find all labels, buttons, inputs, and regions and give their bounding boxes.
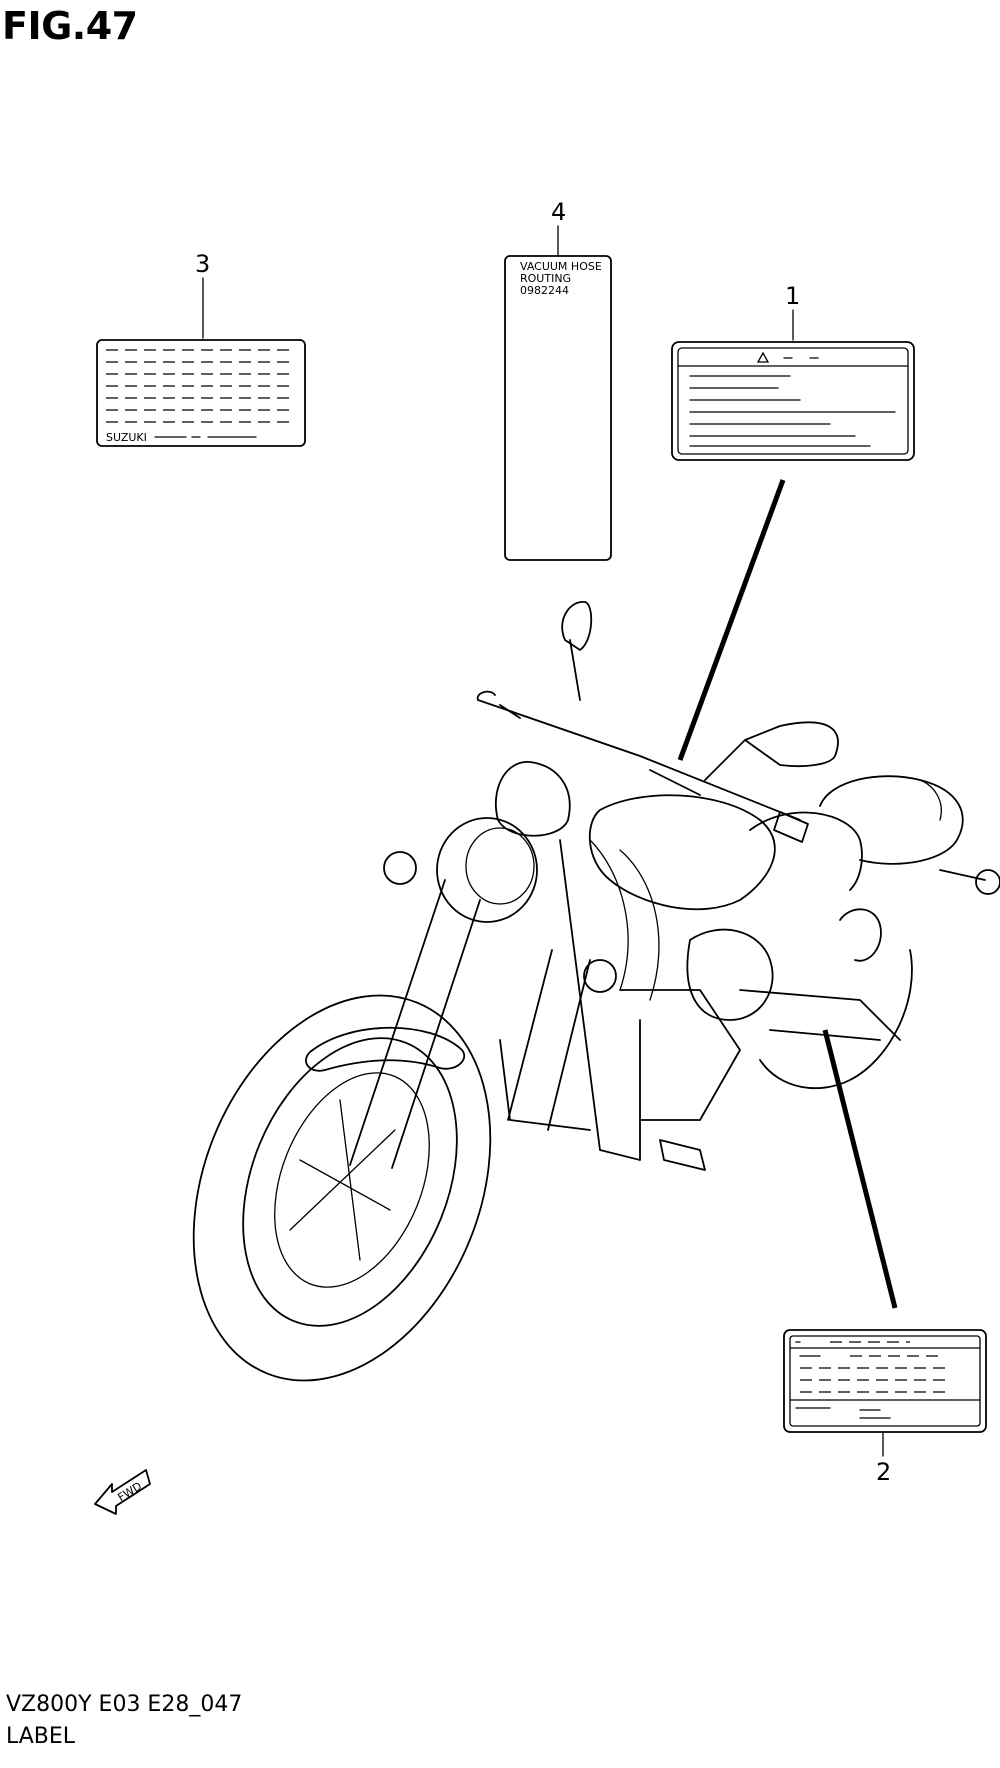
warning-triangle-icon bbox=[756, 351, 770, 363]
motorcycle-illustration bbox=[192, 601, 1000, 1382]
label-1-pointer-line bbox=[677, 479, 786, 761]
diagram-label: LABEL bbox=[6, 1724, 76, 1749]
label-1[interactable]: 1 bbox=[671, 282, 915, 461]
callout-3: 3 bbox=[195, 250, 210, 278]
callout-1: 1 bbox=[785, 282, 800, 310]
label-2[interactable]: 2 bbox=[783, 1329, 987, 1486]
label-4-line-3: 0982244 bbox=[520, 284, 569, 297]
label-4-line-2: ROUTING bbox=[520, 272, 571, 285]
callout-4: 4 bbox=[551, 198, 566, 226]
label-4-line-1: VACUUM HOSE bbox=[520, 260, 602, 273]
figure-title: FIG.47 bbox=[2, 4, 138, 48]
label-4-outline bbox=[504, 255, 612, 561]
callout-2: 2 bbox=[876, 1458, 891, 1486]
fwd-text: FWD bbox=[115, 1480, 144, 1505]
label-2-outline bbox=[783, 1329, 987, 1433]
label-3-text: SUZUKI bbox=[106, 431, 147, 444]
label-3[interactable]: 3 SUZUKI bbox=[96, 250, 306, 447]
label-2-pointer-line bbox=[822, 1029, 898, 1309]
diagram-code: VZ800Y E03 E28_047 bbox=[6, 1692, 243, 1717]
label-4[interactable]: 4 VACUUM HOSE ROUTING 0982244 bbox=[504, 198, 612, 561]
label-1-outline bbox=[671, 341, 915, 461]
fwd-arrow-icon: FWD bbox=[94, 1469, 151, 1515]
label-3-outline bbox=[96, 339, 306, 447]
